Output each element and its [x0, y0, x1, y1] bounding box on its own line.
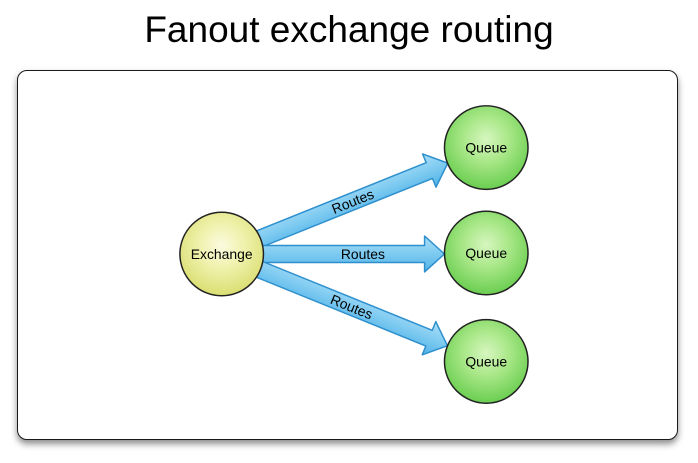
queue-circle — [443, 318, 529, 404]
queue-circle — [443, 105, 529, 191]
edge-label: Routes — [329, 186, 376, 217]
node-queue-3: Queue — [443, 318, 529, 404]
node-queue-1: Queue — [443, 105, 529, 191]
diagram-canvas: Routes Routes Routes Exchange Queue — [17, 70, 678, 440]
node-label: Queue — [465, 245, 507, 261]
exchange-circle — [179, 211, 265, 297]
fanout-diagram: Routes Routes Routes Exchange Queue — [179, 105, 529, 404]
diagram-title: Fanout exchange routing — [144, 9, 554, 50]
node-queue-2: Queue — [443, 210, 529, 296]
node-label: Exchange — [191, 246, 253, 262]
node-exchange: Exchange — [179, 211, 265, 297]
queue-circle — [443, 210, 529, 296]
node-label: Queue — [465, 140, 507, 156]
edge-label: Routes — [328, 291, 375, 322]
edge-label: Routes — [341, 246, 385, 262]
node-label: Queue — [465, 353, 507, 369]
